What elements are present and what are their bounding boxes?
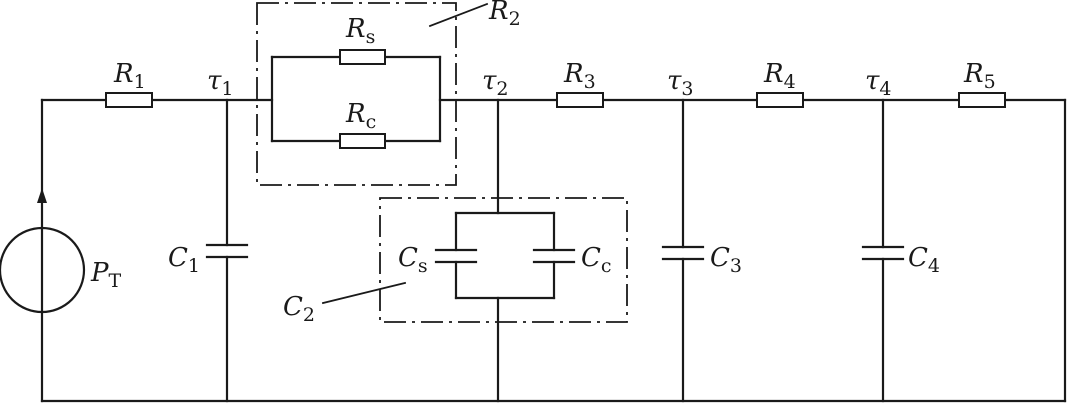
label-c4: C4 <box>908 243 940 277</box>
wires <box>40 55 1067 403</box>
label-r5: R5 <box>963 59 996 93</box>
label-c3: C3 <box>710 243 742 277</box>
label-pt: PT <box>90 258 122 292</box>
label-tau2: τ2 <box>482 66 508 100</box>
c2-leader-line <box>321 281 407 305</box>
label-tau1: τ1 <box>207 66 233 100</box>
resistor-r1 <box>105 92 153 108</box>
resistor-r5 <box>958 92 1006 108</box>
capacitor-cs <box>434 248 478 264</box>
label-rc: Rc <box>345 99 376 133</box>
resistor-r4 <box>756 92 804 108</box>
capacitor-c3 <box>661 245 705 261</box>
label-tau3: τ3 <box>667 66 693 100</box>
resistor-r3 <box>556 92 604 108</box>
capacitor-cc <box>532 248 576 264</box>
capacitor-c1 <box>205 243 249 259</box>
r2-group-box <box>256 2 457 186</box>
capacitor-c4 <box>861 245 905 261</box>
r2-leader-line <box>428 2 489 28</box>
arrow-up-icon <box>37 188 47 203</box>
label-r4: R4 <box>763 59 796 93</box>
heat-source <box>0 188 86 314</box>
resistor-rs <box>339 49 386 65</box>
label-r3: R3 <box>563 59 596 93</box>
label-tau4: τ4 <box>865 66 891 100</box>
resistor-rc <box>339 133 386 149</box>
c2-group-box <box>379 197 628 323</box>
label-r1: R1 <box>113 59 146 93</box>
label-c2: C2 <box>283 292 315 326</box>
label-r2: R2 <box>488 0 521 30</box>
label-cs: Cs <box>398 243 428 277</box>
label-cc: Cc <box>581 243 612 277</box>
label-c1: C1 <box>168 243 200 277</box>
label-rs: Rs <box>345 14 375 48</box>
